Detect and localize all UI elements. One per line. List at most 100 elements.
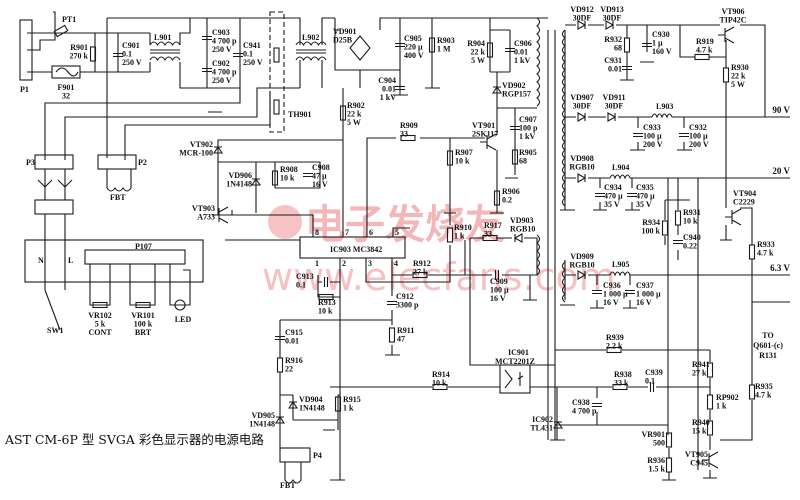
c939-label-line1: C939 xyxy=(645,368,663,377)
c903-label-line3: 250 V xyxy=(212,45,232,54)
c902-label-line1: C902 xyxy=(212,59,230,68)
r933-label-line1: R933 xyxy=(757,240,775,249)
vd909-label-line1: VD909 xyxy=(570,252,594,261)
c909-capacitor-icon xyxy=(494,270,500,280)
vd907-diode-icon xyxy=(577,112,587,122)
c937-label-line1: C937 xyxy=(636,281,654,290)
vd901-label-line1: VD901 xyxy=(333,27,357,36)
label-p2: P2 xyxy=(138,158,147,167)
r908-label-line1: R908 xyxy=(280,165,298,174)
r913-label-line2: 10 k xyxy=(318,307,333,316)
bridge-rectifier-vd901 xyxy=(349,35,371,61)
c915-label-line2: 0.01 xyxy=(285,337,299,346)
c931-label-line1: C931 xyxy=(604,56,622,65)
transformer-windings xyxy=(536,17,566,303)
label-ic903: IC903 MC3842 xyxy=(330,245,382,254)
c905-capacitor-icon xyxy=(395,42,405,48)
c937-capacitor-icon xyxy=(625,289,635,295)
vd909-diode-icon xyxy=(577,270,587,280)
vd903-label-line2: RGB10 xyxy=(510,225,535,234)
vd906-label-line1: VD906 xyxy=(228,171,252,180)
c907-label-line3: 1 kV xyxy=(519,132,535,141)
r930-label-line1: R930 xyxy=(731,63,749,72)
vt904-label-line2: C2229 xyxy=(733,198,755,207)
connector-p2 xyxy=(97,154,137,170)
c931-capacitor-icon xyxy=(622,65,632,71)
c933-label-line3: 200 V xyxy=(643,140,663,149)
r904-label-line2: 22 k xyxy=(471,48,486,57)
fuse-f901 xyxy=(51,65,81,79)
vt905-label-line1: VT905 xyxy=(685,450,708,459)
vd902-diode-icon xyxy=(491,86,503,94)
r914-label-line1: R914 xyxy=(432,370,450,379)
label-p3: P3 xyxy=(26,158,35,167)
vr901-resistor-icon xyxy=(665,432,673,448)
r906-resistor-icon xyxy=(493,190,501,206)
l902-choke-icon xyxy=(295,41,327,62)
r909-label-line2: 33 xyxy=(400,130,408,139)
r915-resistor-icon xyxy=(334,396,342,412)
r903-label-line2: 1 M xyxy=(437,45,451,54)
c913-capacitor-icon xyxy=(323,277,329,287)
r917-label-line1: R917 xyxy=(484,221,502,230)
vd907-label-line1: VD907 xyxy=(570,93,594,102)
c903-capacitor-icon xyxy=(202,35,212,41)
r915-label-line2: 1 k xyxy=(343,404,354,413)
ic903-pin-4: 4 xyxy=(394,259,398,268)
r913-resistor-icon xyxy=(318,293,334,301)
r939-label-line2: 2.2 k xyxy=(606,342,623,351)
r902-label-line1: R902 xyxy=(347,101,365,110)
to-q601: Q601-(c) xyxy=(753,341,783,350)
r932-resistor-icon xyxy=(623,37,631,53)
led-label-line1: LED xyxy=(175,315,192,324)
c904-capacitor-icon xyxy=(395,85,405,91)
r932-label-line1: R932 xyxy=(604,35,622,44)
r941-label-line1: R941 xyxy=(692,360,710,369)
vr101-label-line3: BRT xyxy=(135,328,152,337)
c908-capacitor-icon xyxy=(303,172,313,178)
r912-label-line1: R912 xyxy=(413,259,431,268)
c935-label-line2: 470 µ xyxy=(636,192,655,201)
r932-label-line2: 68 xyxy=(614,44,622,53)
ic901-optocoupler xyxy=(499,364,531,394)
r930-resistor-icon xyxy=(722,67,730,83)
to-label: TO xyxy=(762,331,773,340)
r939-resistor-icon xyxy=(606,346,622,354)
r902-label-line3: 5 W xyxy=(347,118,361,127)
th901-label-line1: TH901 xyxy=(288,110,312,119)
r940-label-line2: 15 k xyxy=(692,427,707,436)
r936-label-line2: 1.5 k xyxy=(649,465,666,474)
label-p4: P4 xyxy=(313,451,322,460)
component-symbols xyxy=(89,20,756,473)
r930-label-line3: 5 W xyxy=(731,80,745,89)
label-l: L xyxy=(68,256,73,265)
label-sw1: SW1 xyxy=(47,326,63,335)
label-n: N xyxy=(38,256,44,265)
p107-board xyxy=(24,239,204,283)
r912-label-line2: 27 k xyxy=(413,268,428,277)
r911-label-line2: 47 xyxy=(397,335,405,344)
c902-label-line3: 250 V xyxy=(212,76,232,85)
c931-label-line2: 0.01 xyxy=(608,65,622,74)
vd902-label-line1: VD902 xyxy=(502,81,526,90)
l902-label-line1: L902 xyxy=(302,33,319,42)
vt901-transistor-icon xyxy=(480,133,497,151)
r933-label-line2: 4.7 k xyxy=(757,249,774,258)
r936-label-line1: R936 xyxy=(647,456,665,465)
r938-resistor-icon xyxy=(612,383,628,391)
ic903-pin-5: 5 xyxy=(395,228,399,237)
rail-6v3: 6.3 V xyxy=(770,263,790,273)
r907-label-line2: 10 k xyxy=(455,157,470,166)
c934-capacitor-icon xyxy=(595,192,605,198)
l901-choke-icon xyxy=(149,41,181,62)
r935-label-line1: R935 xyxy=(755,382,773,391)
r938-label-line2: 33 k xyxy=(614,379,629,388)
r931-label-line2: 10 k xyxy=(683,217,698,226)
c934-label-line3: 35 V xyxy=(604,200,620,209)
to-r131: R131 xyxy=(759,351,777,360)
r907-label-line1: R907 xyxy=(455,148,473,157)
vd911-label-line2: 30DF xyxy=(605,102,624,111)
p3-plug xyxy=(37,169,73,290)
